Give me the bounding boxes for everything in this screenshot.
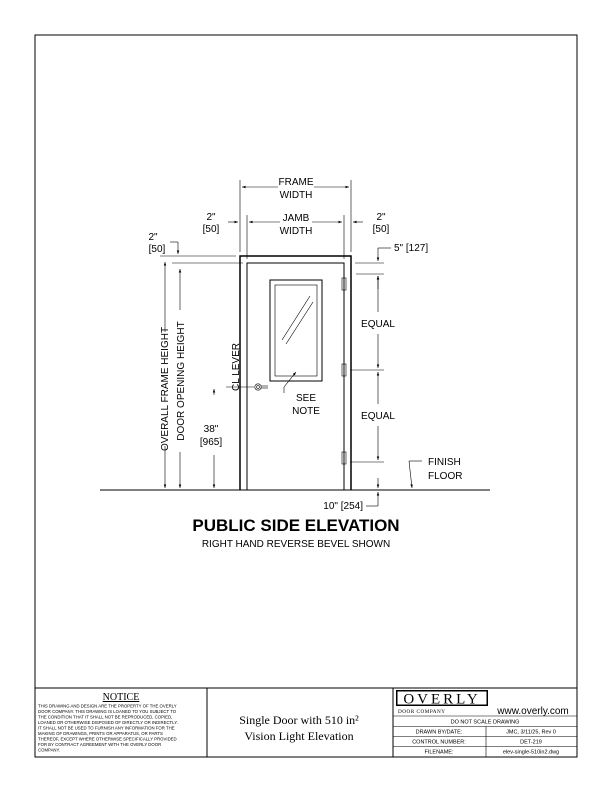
title-block: OVERLY DOOR COMPANY www.overly.com DO NO… (393, 690, 577, 757)
head-offset-mm: [50] (149, 244, 166, 255)
see-note-line1: SEE (296, 393, 316, 404)
filename-label: FILENAME: (424, 750, 454, 756)
drawing-subtitle: RIGHT HAND REVERSE BEVEL SHOWN (202, 539, 390, 550)
company-website[interactable]: www.overly.com (496, 706, 569, 717)
company-logo-subtitle: DOOR COMPANY (398, 709, 445, 715)
control-number-value: DET-219 (520, 740, 542, 746)
jamb-width-label-line1: JAMB (283, 213, 310, 224)
sheet-border (34, 34, 578, 758)
frame-width-label-line2: WIDTH (280, 190, 313, 201)
cl-lever-label: CL LEVER (231, 343, 242, 391)
equal-lower-label: EQUAL (361, 411, 395, 422)
scale-note: DO NOT SCALE DRAWING (451, 720, 520, 726)
notice-line: IT SHALL NOT BE USED TO FURNISH ANY INFO… (38, 726, 175, 731)
drawing-title: PUBLIC SIDE ELEVATION (192, 516, 399, 535)
frame-outline (239, 255, 352, 490)
head-offset-inches: 2" (148, 232, 158, 243)
frame-width-label-line1: FRAME (279, 177, 314, 188)
notice-line: COMPANY. (38, 748, 60, 753)
notice-line: LOANED OR OTHERWISE DISPOSED OF DIRECTLY… (38, 720, 178, 725)
notice-heading: NOTICE (103, 692, 140, 703)
right-offset-mm: [50] (373, 224, 390, 235)
company-logo: OVERLY (403, 692, 480, 708)
notice-line: THEREOF, EXCEPT WHERE OTHERWISE SPECIFIC… (38, 737, 177, 742)
frame-jamb-line (246, 262, 345, 490)
bottom-gap-label: 10" [254] (323, 501, 363, 512)
lever-height-mm: [965] (200, 437, 222, 448)
door-opening-height-label: DOOR OPENING HEIGHT (176, 321, 187, 440)
notice-line: THE CONDITION THAT IT SHALL NOT BE REPRO… (38, 715, 172, 720)
vision-light-frame (269, 279, 323, 382)
dimensions: FRAME WIDTH JAMB WIDTH 2" [50] 2" [50] 2… (148, 177, 462, 512)
hinge-middle (341, 363, 347, 377)
right-offset-inches: 2" (376, 212, 386, 223)
lever-rose (254, 383, 262, 391)
vision-light-glass (274, 284, 318, 377)
drawing-description-line2: Vision Light Elevation (244, 729, 353, 743)
top-gap-label: 5" [127] (394, 243, 428, 254)
left-offset-mm: [50] (203, 224, 220, 235)
drawn-by-value: JMC, 3/11/25, Rev 0 (506, 730, 556, 736)
notice-line: DOOR COMPANY. THIS DRAWING IS LOANED TO … (38, 709, 177, 714)
door-elevation (100, 255, 490, 491)
overall-frame-height-label: OVERALL FRAME HEIGHT (160, 327, 171, 451)
drawing-description-line1: Single Door with 510 in² (239, 713, 359, 727)
see-note-line2: NOTE (292, 406, 320, 417)
jamb-width-label-line2: WIDTH (280, 226, 313, 237)
finish-floor-line2: FLOOR (428, 471, 462, 482)
logo-plate-inner (397, 691, 487, 705)
hinge-bottom (341, 451, 347, 465)
notice-line: FOR BY CONTRACT AGREEMENT WITH THE OVERL… (38, 742, 161, 747)
lever-spindle (256, 385, 260, 389)
glass-reflection-line (281, 295, 311, 341)
drawn-by-label: DRAWN BY/DATE: (416, 730, 463, 736)
glass-reflection-line (285, 301, 314, 345)
notice-block: NOTICE THIS DRAWING AND DESIGN ARE THE P… (38, 692, 178, 753)
notice-line: MAKING OF DRAWINGS, PRINTS OR APPARATUS,… (38, 731, 163, 736)
control-number-label: CONTROL NUMBER: (412, 740, 466, 746)
left-offset-inches: 2" (206, 212, 216, 223)
finish-floor-line1: FINISH (428, 457, 461, 468)
hinge-top (341, 277, 347, 291)
equal-upper-label: EQUAL (361, 319, 395, 330)
lever-height-inches: 38" (204, 424, 219, 435)
notice-line: THIS DRAWING AND DESIGN ARE THE PROPERTY… (38, 704, 177, 709)
filename-value: elev-single-510in2.dwg (503, 750, 559, 756)
